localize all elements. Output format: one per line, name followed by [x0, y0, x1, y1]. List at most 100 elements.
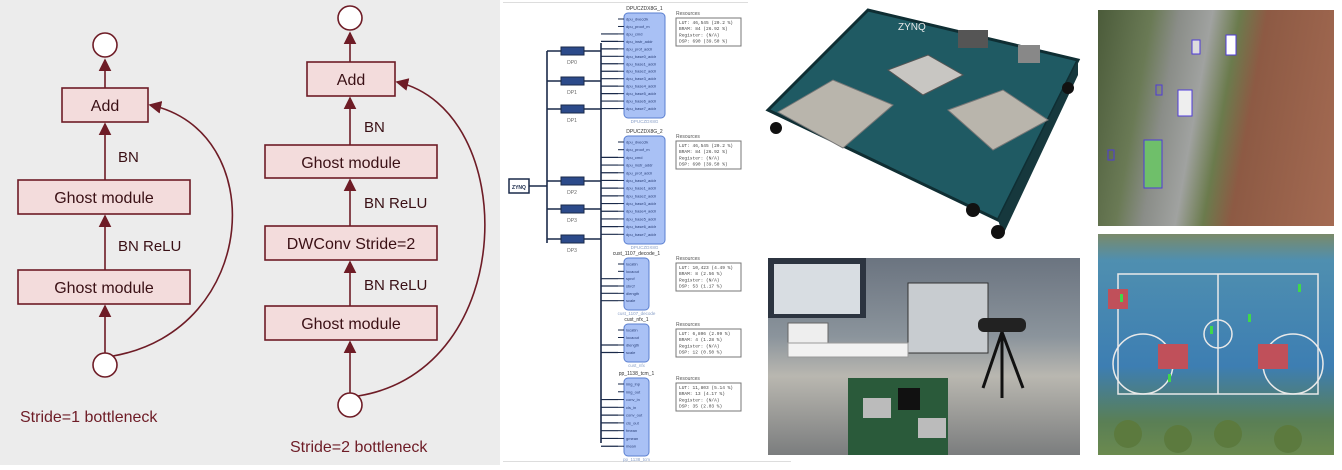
- block-title: DPUCZDX8G_2: [626, 129, 663, 135]
- block-subtitle: pp_1138_tcm: [623, 457, 650, 462]
- port-label: cls_out: [626, 420, 640, 425]
- block-subtitle: cust_nfx: [628, 363, 646, 368]
- memory-label: DP1: [567, 90, 577, 96]
- block-subtitle: cust_1107_decode: [618, 311, 656, 316]
- resource-line: DSP: 690 (39.50 %): [679, 39, 728, 45]
- ghost-module-box: [264, 144, 438, 179]
- port-label: dpu_base0_addr: [626, 178, 657, 183]
- ghost-bottleneck-diagrams: Add Ghost module Ghost module Add Ghost …: [0, 0, 500, 465]
- port-label: dpu_cmd: [626, 31, 642, 36]
- port-label: dpu_instr_addr: [626, 163, 653, 168]
- memory-label: DP3: [567, 218, 577, 224]
- port-label: dpu_prof_addr: [626, 46, 653, 51]
- port-label: gmean: [626, 436, 638, 441]
- port-label: sprcf: [626, 276, 636, 281]
- memory-label: DP3: [567, 248, 577, 254]
- memory-icon: [560, 76, 585, 86]
- road-detection-photo: [1098, 10, 1334, 226]
- ip-block: [623, 135, 666, 245]
- resource-line: LUT: 46,545 (20.2 %): [679, 20, 733, 26]
- zynq-icon: [508, 178, 530, 194]
- bn-relu-label: BN ReLU: [364, 277, 427, 294]
- port-label: dpu_base2_addr: [626, 193, 657, 198]
- resources-box: [675, 262, 742, 292]
- block-title: DPUCZDX8G_1: [626, 6, 663, 12]
- court-detection-photo: [1098, 234, 1334, 455]
- port-label: dpu_proof_m: [626, 147, 650, 152]
- add-label: Add: [337, 72, 365, 89]
- port-label: conv_in: [626, 397, 640, 402]
- resources-label: Resources: [676, 322, 700, 328]
- resources-label: Resources: [676, 11, 700, 17]
- bn-label: BN: [118, 149, 139, 166]
- resources-label: Resources: [676, 376, 700, 382]
- resource-line: LUT: 10,423 (4.49 %): [679, 265, 733, 271]
- block-title: cust_nfx_1: [624, 317, 648, 323]
- port-label: locatin: [626, 328, 638, 333]
- port-label: dpu_base2_addr: [626, 69, 657, 74]
- resource-line: Register: (N/A): [679, 277, 720, 283]
- resource-line: DSP: 53 (1.17 %): [679, 284, 722, 290]
- block-design-svg: DP0DP1DP1DP2DP3DP3ZYNQDPUCZDX8G_1DPUCZDX…: [508, 6, 742, 462]
- resource-line: BRAM: 84 (26.92 %): [679, 26, 728, 32]
- port-label: dpu_base6_addr: [626, 224, 657, 229]
- port-label: mean: [626, 444, 636, 449]
- memory-icon: [560, 234, 585, 244]
- resources-box: [675, 17, 742, 47]
- bn-label: BN: [364, 119, 385, 136]
- port-label: dpu_base4_addr: [626, 84, 657, 89]
- port-label: dpu_base7_addr: [626, 232, 657, 237]
- memory-icon: [560, 176, 585, 186]
- resource-line: LUT: 46,545 (20.2 %): [679, 143, 733, 149]
- output-node: [92, 32, 118, 58]
- add-label: Add: [91, 98, 119, 115]
- zynq-label: ZYNQ: [512, 185, 526, 191]
- ghost-label: Ghost module: [301, 155, 401, 172]
- resource-line: Register: (N/A): [679, 32, 720, 38]
- resource-line: LUT: 6,806 (2.99 %): [679, 331, 730, 337]
- port-label: img_inp: [626, 382, 641, 387]
- ip-block: [623, 12, 666, 119]
- ip-block: [623, 377, 650, 457]
- resource-line: BRAM: 4 (1.28 %): [679, 337, 722, 343]
- port-label: dpu_base1_addr: [626, 61, 657, 66]
- resource-line: DSP: 690 (39.50 %): [679, 162, 728, 168]
- port-label: dpu_base5_addr: [626, 91, 657, 96]
- add-box: [306, 61, 396, 97]
- resources-label: Resources: [676, 134, 700, 140]
- port-label: dpu_base6_addr: [626, 99, 657, 104]
- memory-label: DP1: [567, 118, 577, 124]
- dwconv-label: DWConv Stride=2: [287, 236, 416, 253]
- resource-line: BRAM: 8 (2.56 %): [679, 271, 722, 277]
- memory-label: DP2: [567, 190, 577, 196]
- resource-line: Register: (N/A): [679, 343, 720, 349]
- port-label: scale: [626, 350, 636, 355]
- resource-line: DSP: 12 (0.50 %): [679, 350, 722, 356]
- bn-relu-label: BN ReLU: [118, 238, 181, 255]
- ghost-module-box: [17, 179, 191, 215]
- ghost-module-box: [264, 305, 438, 341]
- port-label: dpu_cmd: [626, 155, 642, 160]
- resources-box: [675, 382, 742, 412]
- port-label: dlength: [626, 343, 639, 348]
- resource-line: LUT: 11,803 (5.14 %): [679, 385, 733, 391]
- memory-icon: [560, 104, 585, 114]
- lab-setup-photo: [768, 258, 1080, 455]
- resources-label: Resources: [676, 256, 700, 262]
- memory-icon: [560, 204, 585, 214]
- port-label: dpu_dvecclk: [626, 140, 648, 145]
- resource-line: BRAM: 13 (4.17 %): [679, 391, 725, 397]
- output-node: [337, 5, 363, 31]
- resource-line: Register: (N/A): [679, 397, 720, 403]
- port-label: dpu_base3_addr: [626, 201, 657, 206]
- ip-block: [623, 323, 650, 363]
- bn-relu-label: BN ReLU: [364, 195, 427, 212]
- port-label: dpu_dvecclk: [626, 17, 648, 22]
- resource-line: BRAM: 84 (26.92 %): [679, 149, 728, 155]
- port-label: fmean: [626, 428, 637, 433]
- port-label: dpu_base4_addr: [626, 209, 657, 214]
- block-title: pp_1138_tcm_1: [619, 371, 655, 377]
- ghost-label: Ghost module: [301, 316, 401, 333]
- ghost-label: Ghost module: [54, 190, 154, 207]
